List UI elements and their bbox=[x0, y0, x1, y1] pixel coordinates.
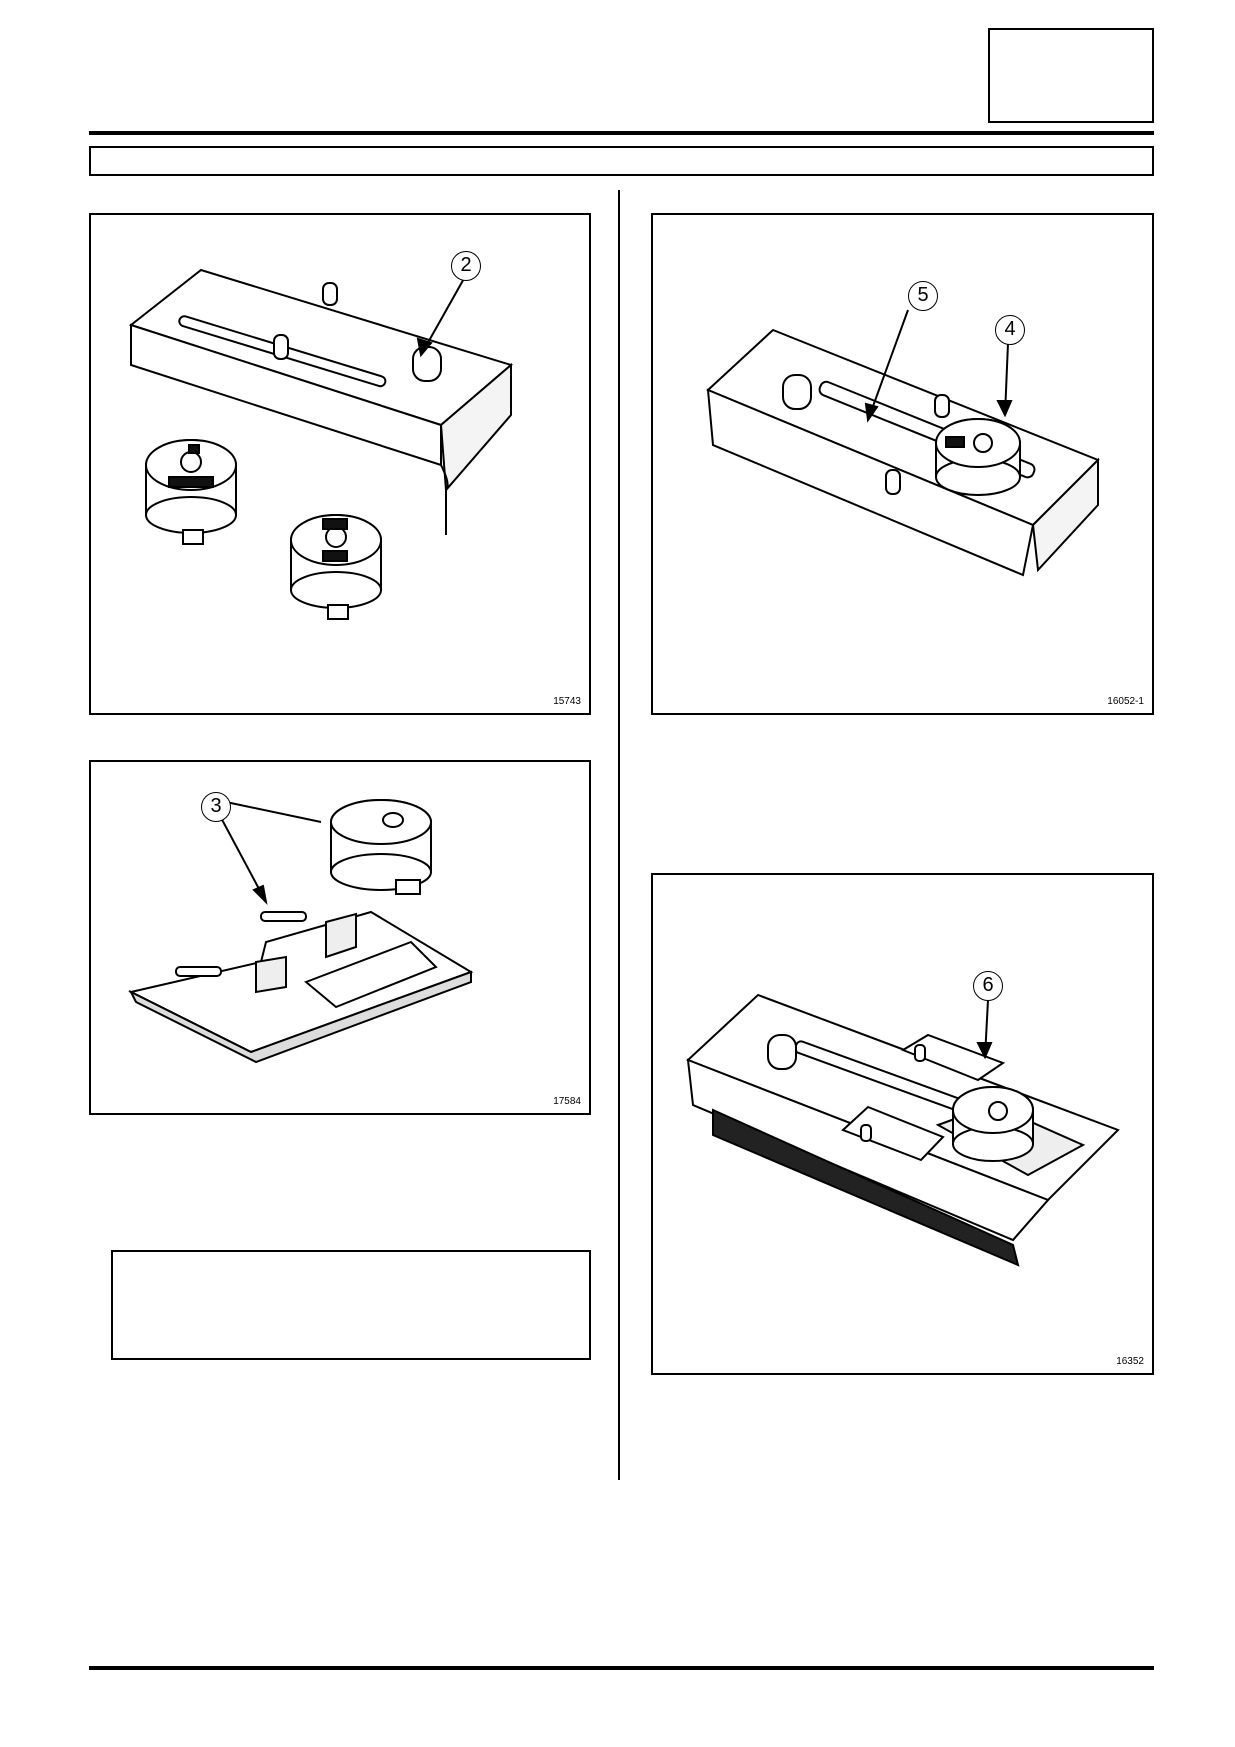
section-title-bar bbox=[89, 146, 1154, 176]
footer-rule bbox=[89, 1666, 1154, 1670]
figure-ref-number: 15743 bbox=[553, 696, 581, 707]
figure-ref-number: 16352 bbox=[1116, 1356, 1144, 1367]
cam-and-plate-illustration bbox=[128, 799, 474, 1064]
figure-rail-and-cams: 2 15743 bbox=[89, 213, 591, 715]
callout-5: 5 bbox=[908, 281, 938, 311]
rail-and-cams-illustration bbox=[128, 268, 514, 620]
figure-ref-number: 17584 bbox=[553, 1096, 581, 1107]
figure-ref-number: 16052-1 bbox=[1107, 696, 1144, 707]
page-number-box bbox=[988, 28, 1154, 123]
note-box bbox=[111, 1250, 591, 1360]
assembled-jig-illustration bbox=[686, 993, 1120, 1267]
header-rule bbox=[89, 131, 1154, 135]
figure-assembled-jig: 6 16352 bbox=[651, 873, 1154, 1375]
callout-2: 2 bbox=[451, 251, 481, 281]
callout-6: 6 bbox=[973, 971, 1003, 1001]
callout-3: 3 bbox=[201, 792, 231, 822]
callout-4: 4 bbox=[995, 315, 1025, 345]
figure-cam-and-plate: 3 17584 bbox=[89, 760, 591, 1115]
rail-with-cam-illustration bbox=[706, 309, 1100, 577]
figure-rail-with-cam: 5 4 16052-1 bbox=[651, 213, 1154, 715]
column-divider bbox=[618, 190, 620, 1480]
